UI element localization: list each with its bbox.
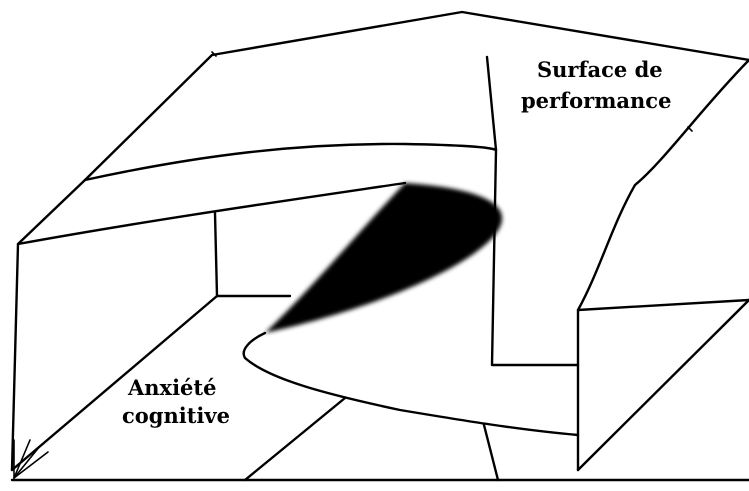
- fold-lower-lip: [244, 333, 578, 435]
- base-back-edge: [578, 300, 749, 310]
- left-vertical-edge: [12, 180, 85, 470]
- right-side-profile: [578, 60, 749, 470]
- anxiety-label-line1: Anxiété: [127, 375, 216, 400]
- surface-label-line2: performance: [521, 88, 671, 113]
- base-right-diagonal: [578, 300, 749, 470]
- fold-shadow: [265, 183, 502, 333]
- lower-surface-edge: [18, 183, 405, 244]
- inner-wall-edge: [215, 213, 290, 296]
- base-inner-divider: [484, 425, 498, 480]
- surface-label-line1: Surface de: [537, 57, 663, 82]
- upper-surface-edge: [85, 144, 496, 180]
- anxiety-label-line2: cognitive: [122, 403, 230, 428]
- base-middle-diagonal: [245, 398, 345, 480]
